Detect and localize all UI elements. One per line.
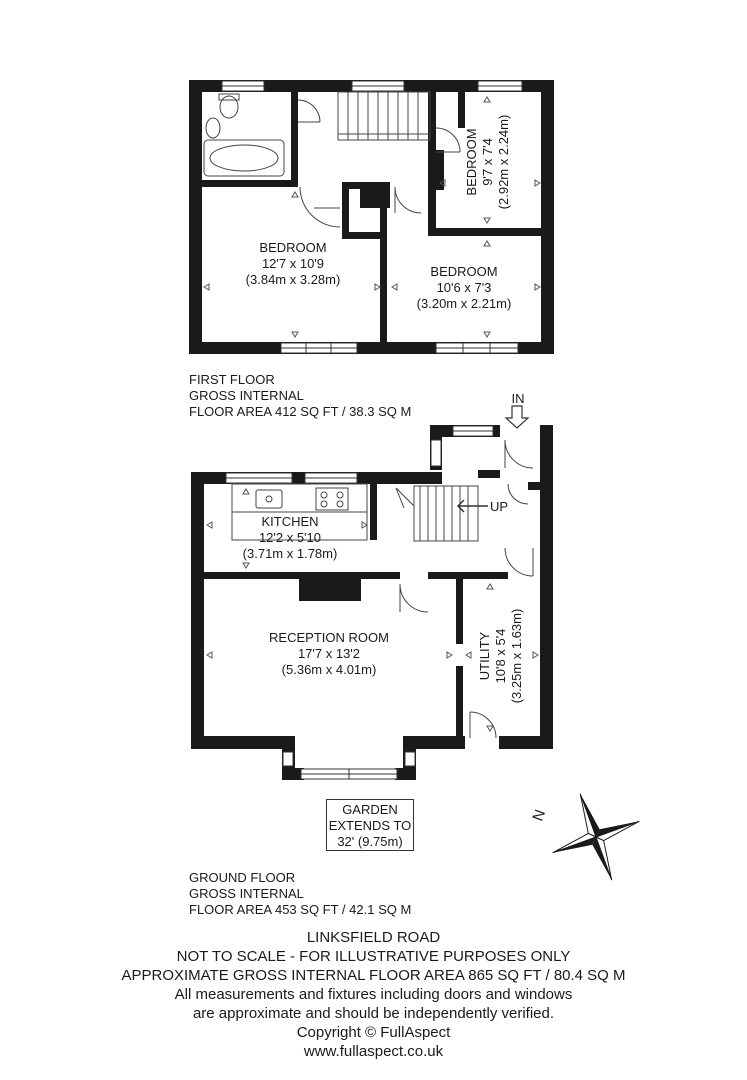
garden-line: 32' (9.75m)	[337, 834, 403, 849]
room-size-imperial: 9'7 x 7'4	[480, 138, 495, 186]
stairs-up-arrow-icon	[456, 499, 488, 513]
first-floor-windows	[221, 80, 523, 354]
room-size-imperial: 10'6 x 7'3	[437, 280, 492, 295]
first-floor-plan: BEDROOM 12'7 x 10'9 (3.84m x 3.28m) BEDR…	[189, 80, 554, 354]
ground-floor-internal-walls	[200, 470, 540, 746]
ground-floor-plan: KITCHEN 12'2 x 5'10 (3.71m x 1.78m) RECE…	[191, 391, 553, 780]
first-floor-dimension-arrows	[203, 96, 541, 338]
stairs-up-label: UP	[490, 499, 508, 514]
room-name: UTILITY	[477, 631, 492, 680]
room-size-metric: (3.71m x 1.78m)	[243, 546, 338, 561]
footer-disclaimer: are approximate and should be independen…	[192, 1005, 555, 1022]
room-name: BEDROOM	[430, 264, 497, 279]
bathroom-fixtures	[203, 93, 285, 177]
caption-line: FIRST FLOOR	[189, 372, 275, 387]
entrance-label: IN	[512, 391, 525, 406]
room-size-imperial: 17'7 x 13'2	[298, 646, 360, 661]
first-floor-doors	[297, 99, 461, 228]
garden-line: EXTENDS TO	[328, 818, 412, 833]
ground-floor-caption: GROUND FLOOR GROSS INTERNAL FLOOR AREA 4…	[189, 870, 411, 918]
room-size-metric: (2.92m x 2.24m)	[496, 115, 511, 210]
caption-line: FLOOR AREA 453 SQ FT / 42.1 SQ M	[189, 902, 412, 917]
room-size-imperial: 10'8 x 5'4	[493, 629, 508, 684]
room-bedroom-3: BEDROOM 9'7 x 7'4 (2.92m x 2.24m)	[464, 115, 511, 210]
caption-line: FLOOR AREA 412 SQ FT / 38.3 SQ M	[189, 404, 412, 419]
garden-line: GARDEN	[342, 802, 398, 817]
ground-floor-doors	[399, 439, 534, 739]
garden-note: GARDEN EXTENDS TO 32' (9.75m)	[326, 799, 414, 851]
ground-floor-windows	[225, 425, 494, 780]
room-bedroom-2: BEDROOM 10'6 x 7'3 (3.20m x 2.21m)	[417, 264, 512, 311]
room-reception: RECEPTION ROOM 17'7 x 13'2 (5.36m x 4.01…	[269, 630, 389, 677]
room-size-metric: (3.84m x 3.28m)	[246, 272, 341, 287]
first-floor-stairs	[337, 91, 431, 141]
first-floor-caption: FIRST FLOOR GROSS INTERNAL FLOOR AREA 41…	[189, 372, 411, 420]
ground-floor-dimension-arrows	[206, 488, 539, 732]
ground-floor-stairs	[395, 485, 479, 542]
caption-line: GROSS INTERNAL	[189, 388, 304, 403]
room-name: KITCHEN	[261, 514, 318, 529]
room-name: RECEPTION ROOM	[269, 630, 389, 645]
room-size-imperial: 12'7 x 10'9	[262, 256, 324, 271]
room-name: BEDROOM	[464, 128, 479, 195]
footer-copyright: Copyright © FullAspect	[296, 1024, 451, 1041]
footer-total-area: APPROXIMATE GROSS INTERNAL FLOOR AREA 86…	[121, 967, 626, 984]
room-size-metric: (3.25m x 1.63m)	[509, 609, 524, 704]
footer-address: LINKSFIELD ROAD	[306, 929, 441, 946]
toilet-icon	[219, 95, 239, 119]
room-kitchen: KITCHEN 12'2 x 5'10 (3.71m x 1.78m)	[243, 514, 338, 561]
first-floor-internal-walls	[200, 92, 544, 347]
footer-notes: LINKSFIELD ROAD NOT TO SCALE - FOR ILLUS…	[0, 928, 747, 1061]
compass-icon	[552, 793, 640, 881]
footer-scale-note: NOT TO SCALE - FOR ILLUSTRATIVE PURPOSES…	[176, 948, 571, 965]
room-utility: UTILITY 10'8 x 5'4 (3.25m x 1.63m)	[477, 609, 524, 704]
room-name: BEDROOM	[259, 240, 326, 255]
footer-disclaimer: All measurements and fixtures including …	[174, 986, 573, 1003]
compass-north-label: N	[529, 807, 549, 823]
caption-line: GROUND FLOOR	[189, 870, 296, 885]
room-size-metric: (5.36m x 4.01m)	[282, 662, 377, 677]
kitchen-fixtures	[231, 483, 368, 541]
room-bedroom-1: BEDROOM 12'7 x 10'9 (3.84m x 3.28m)	[246, 240, 341, 287]
room-size-metric: (3.20m x 2.21m)	[417, 296, 512, 311]
kitchen-sink-icon	[255, 489, 283, 509]
sink-icon	[205, 117, 221, 139]
caption-line: GROSS INTERNAL	[189, 886, 304, 901]
bathtub-icon	[203, 139, 285, 177]
room-size-imperial: 12'2 x 5'10	[259, 530, 321, 545]
hob-icon	[315, 487, 349, 511]
entrance-arrow-icon	[504, 405, 530, 429]
footer-website: www.fullaspect.co.uk	[303, 1043, 444, 1060]
